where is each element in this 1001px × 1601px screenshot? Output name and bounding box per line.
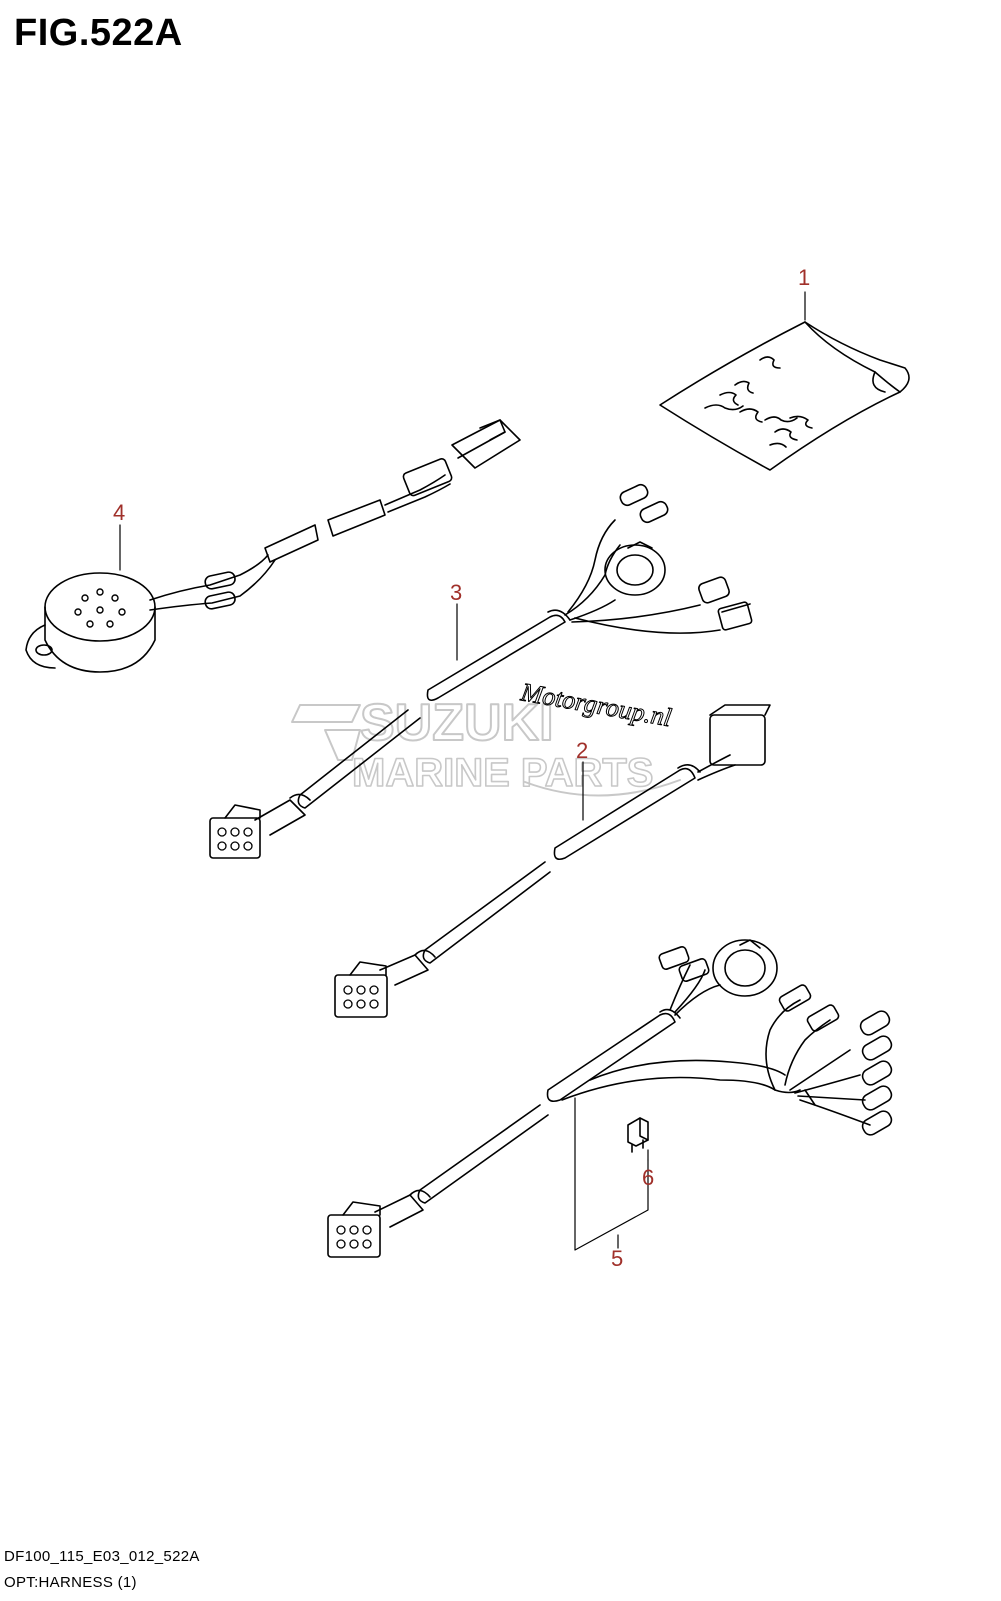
watermark: SUZUKI MARINE PARTS Motorgroup.nl <box>291 677 681 797</box>
watermark-boat-icon <box>291 704 361 761</box>
part-main-harness-lower <box>209 709 421 859</box>
callout-4: 4 <box>113 500 126 525</box>
leader-lines <box>119 291 806 1251</box>
figure-code: DF100_115_E03_012_522A <box>4 1548 200 1565</box>
callout-1: 1 <box>798 265 811 290</box>
callout-6: 6 <box>642 1165 655 1190</box>
callout-3: 3 <box>450 580 463 605</box>
figure-title: FIG.522A <box>14 12 183 54</box>
part-document-bag <box>659 321 910 471</box>
callout-2: 2 <box>576 738 589 763</box>
part-fuse <box>627 1117 649 1153</box>
part-extension-harness <box>334 704 771 1018</box>
part-main-harness <box>426 483 753 701</box>
watermark-subtitle: MARINE PARTS <box>352 751 653 795</box>
part-buzzer <box>25 419 521 673</box>
figure-name: OPT:HARNESS (1) <box>4 1574 137 1591</box>
callout-5: 5 <box>611 1246 624 1271</box>
part-wiring-harness <box>327 939 893 1258</box>
